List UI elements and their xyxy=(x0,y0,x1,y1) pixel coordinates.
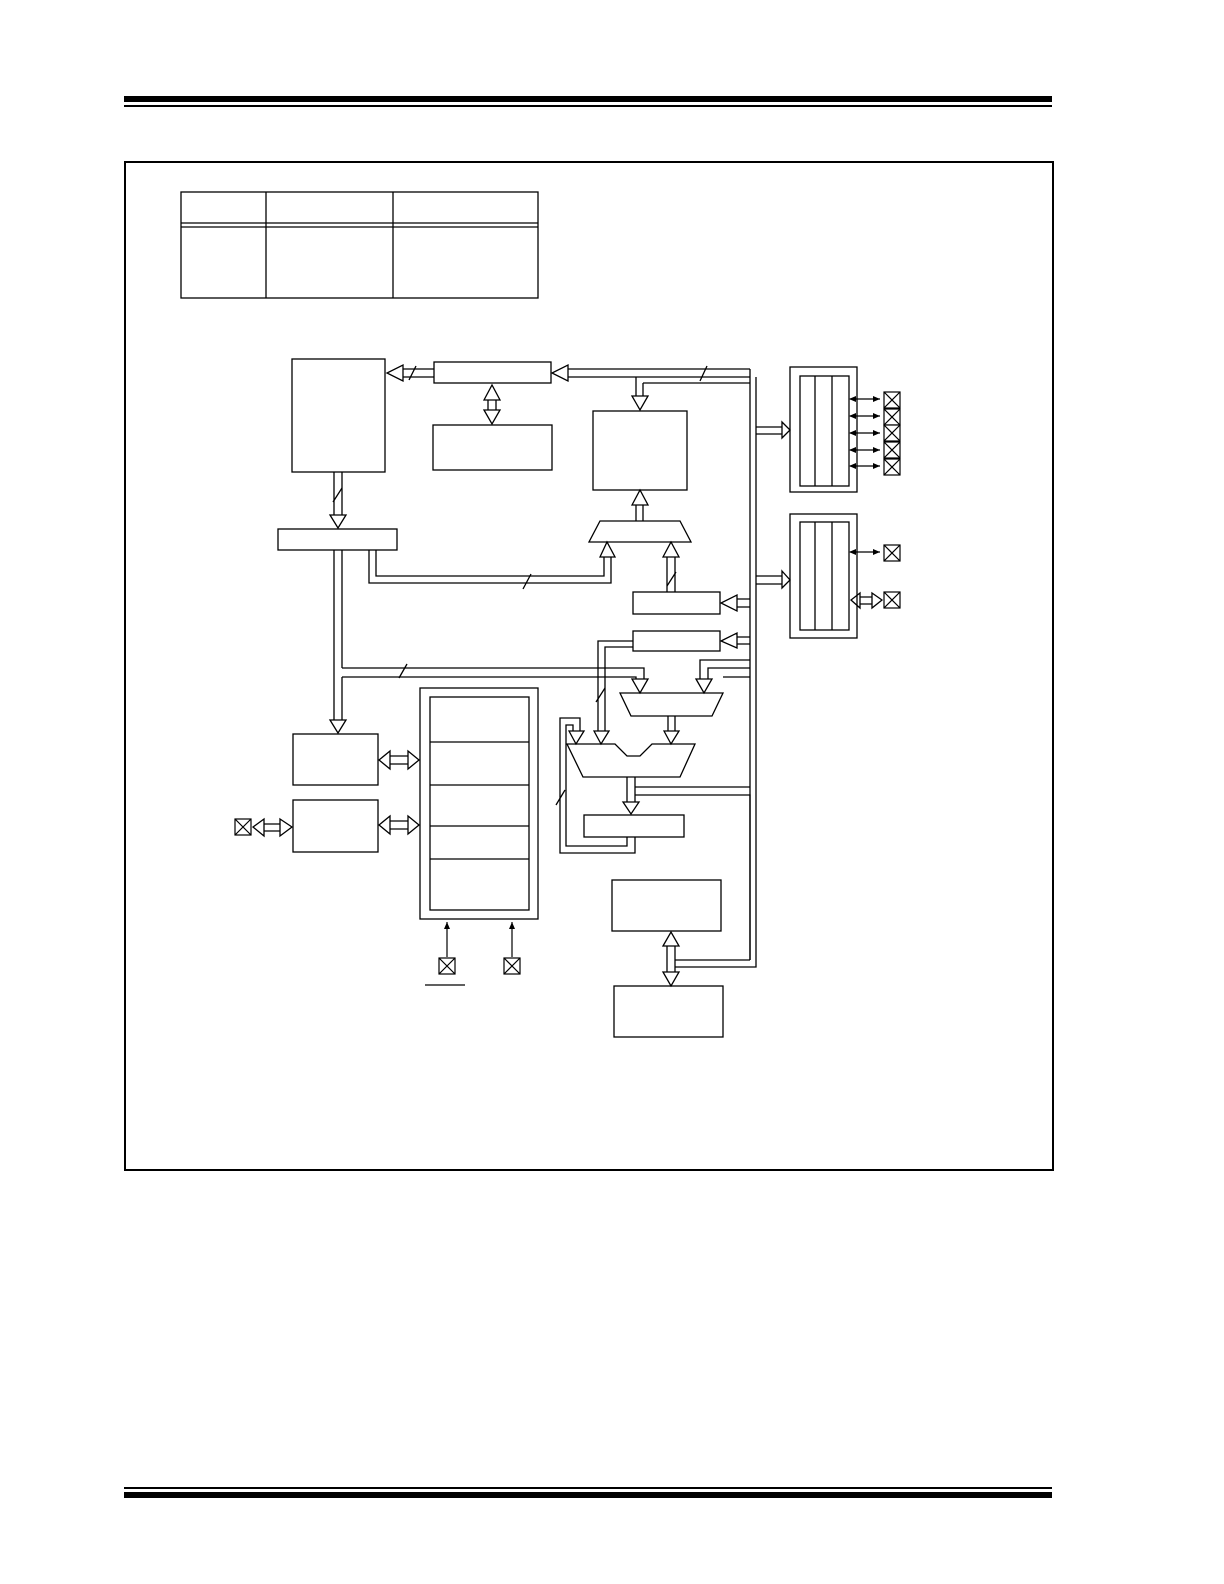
bus-width-mark xyxy=(398,663,408,679)
bus-top-to-pc xyxy=(550,363,750,383)
port-a-pin-icon xyxy=(883,424,901,442)
port-b-block xyxy=(789,513,858,639)
port-a-pin-icon xyxy=(883,391,901,409)
osc-block xyxy=(292,799,379,853)
alu-input-mux xyxy=(618,692,725,717)
port-a-block xyxy=(789,366,858,493)
mclr-pin-icon xyxy=(438,957,456,975)
bus-osc-control xyxy=(377,814,421,836)
bus-rail-to-alu-mux xyxy=(694,659,750,695)
bus-mux-to-alu xyxy=(662,716,681,746)
bus-rail-to-fsr xyxy=(719,593,750,613)
eeprom-block xyxy=(613,985,724,1038)
figure-frame xyxy=(124,161,1054,1171)
vdd-pin-icon xyxy=(503,957,521,975)
header-rule-thick xyxy=(124,96,1052,102)
bus-width-mark xyxy=(555,789,566,806)
osc-pin-icon xyxy=(234,818,252,836)
bus-eedata-eeprom xyxy=(661,930,681,988)
bus-rail-to-eedata xyxy=(675,959,757,968)
bus-rail-to-status xyxy=(719,631,750,649)
bus-pc-stack xyxy=(482,383,502,426)
bus-pc-to-program-memory xyxy=(385,363,434,383)
ram-block xyxy=(592,410,688,491)
bus-to-port-a xyxy=(756,420,791,440)
bus-width-mark xyxy=(666,571,677,587)
footer-rule-thin xyxy=(124,1487,1052,1489)
info-table xyxy=(180,191,539,299)
info-table-frame xyxy=(180,191,539,299)
status-register-block xyxy=(632,630,721,652)
bus-mux-to-ram xyxy=(630,488,650,521)
bus-literal-to-mux xyxy=(342,667,650,695)
bus-fsr-to-mux xyxy=(661,540,681,592)
alu xyxy=(565,743,697,778)
eeprom-data-memory-block xyxy=(611,879,722,932)
bus-to-port-b xyxy=(756,569,791,590)
bus-alu-to-w xyxy=(621,777,641,816)
bus-pin-osc xyxy=(251,817,294,838)
address-mux xyxy=(587,520,693,543)
bus-status-to-alu xyxy=(592,640,633,746)
bus-timer0-control xyxy=(377,749,421,771)
bus-to-ram xyxy=(630,377,750,412)
control-block-outer xyxy=(419,687,539,920)
bus-ir-to-mux xyxy=(368,540,617,584)
port-a-pin-icon xyxy=(883,408,901,426)
bus-ir-to-timer0 xyxy=(328,550,348,735)
bus-w-feedback xyxy=(559,717,636,854)
header-rule-thin xyxy=(124,105,1052,107)
port-b-pin-icon xyxy=(883,591,901,609)
control-block-inner xyxy=(429,696,530,911)
port-a-pin-icon xyxy=(883,458,901,476)
bus-width-mark xyxy=(408,365,417,381)
fsr-register-block xyxy=(632,591,721,615)
bus-alu-to-rail xyxy=(635,786,751,960)
bus-width-mark xyxy=(332,487,343,503)
bus-width-mark xyxy=(522,573,532,590)
stack-block xyxy=(432,424,553,471)
instruction-register-block xyxy=(277,528,398,551)
bus-width-mark xyxy=(699,365,708,382)
port-b-pin-icon xyxy=(883,544,901,562)
w-register-block xyxy=(583,814,685,838)
program-counter-block xyxy=(433,361,552,384)
bus-width-mark xyxy=(595,687,606,703)
timer0-block xyxy=(292,733,379,786)
port-b-pin-1-arrow xyxy=(849,591,884,610)
program-memory-block xyxy=(291,358,386,473)
bus-pm-to-ir xyxy=(328,472,348,530)
footer-rule-thick xyxy=(124,1492,1052,1498)
port-a-pin-icon xyxy=(883,441,901,459)
pin-icons xyxy=(234,391,901,975)
